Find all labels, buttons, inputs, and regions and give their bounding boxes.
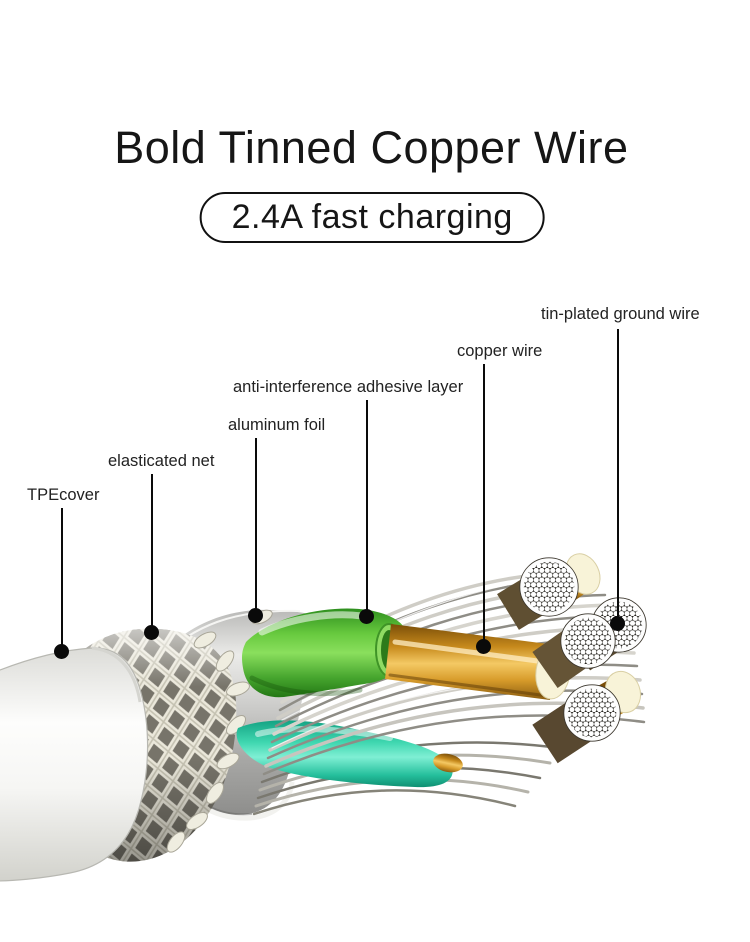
leader-dot-adhesive-layer <box>359 609 374 624</box>
leader-line-aluminum-foil <box>255 438 257 615</box>
label-copper-wire: copper wire <box>457 342 543 360</box>
label-ground-wire: tin-plated ground wire <box>541 305 700 323</box>
label-tpe-cover: TPEcover <box>27 486 100 504</box>
label-adhesive-layer: anti-interference adhesive layer <box>233 378 464 396</box>
leader-dot-aluminum-foil <box>248 608 263 623</box>
label-aluminum-foil: aluminum foil <box>228 416 326 434</box>
fast-charging-badge: 2.4A fast charging <box>199 192 545 243</box>
label-elasticated-net: elasticated net <box>108 452 215 470</box>
cable-cutaway-illustration <box>0 553 647 882</box>
leader-dot-tpe-cover <box>54 644 69 659</box>
leader-dot-ground-wire <box>610 616 625 631</box>
leader-dot-elasticated-net <box>144 625 159 640</box>
leader-line-elasticated-net <box>151 474 153 632</box>
leader-line-tpe-cover <box>61 508 63 651</box>
tpe-cover-layer <box>0 646 149 882</box>
leader-line-adhesive-layer <box>366 400 368 616</box>
leader-dot-copper-wire <box>476 639 491 654</box>
braid-ribbon-ends <box>166 609 273 853</box>
page-title: Bold Tinned Copper Wire <box>114 122 629 173</box>
leader-line-ground-wire <box>617 329 619 623</box>
leader-line-copper-wire <box>483 364 485 646</box>
small-gold-wire <box>433 753 463 773</box>
